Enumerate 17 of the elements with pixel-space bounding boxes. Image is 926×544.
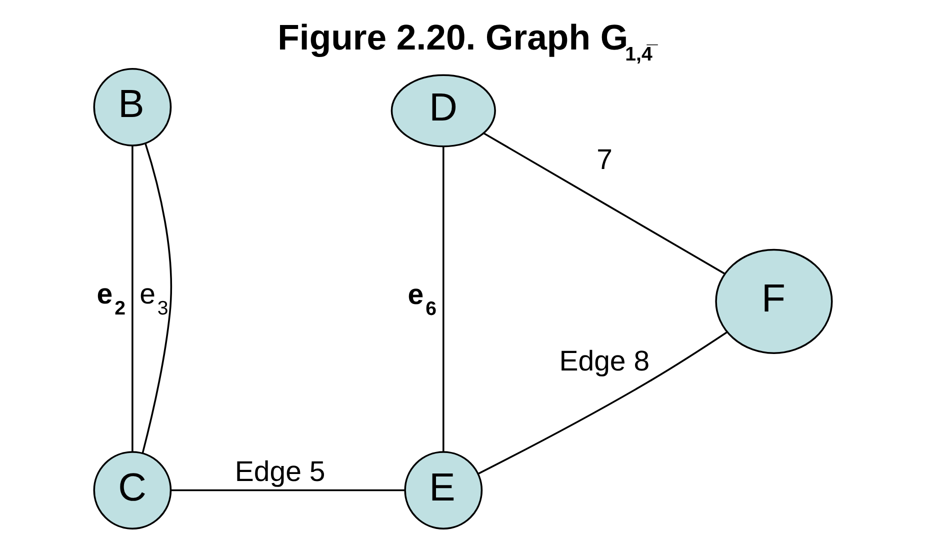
connector — [142, 143, 172, 454]
node-circle: E — [404, 451, 483, 530]
node-circle: B — [93, 68, 172, 146]
node-circle: C — [93, 451, 172, 530]
edge-label: Edge 8 — [559, 346, 650, 378]
edge-label: Edge 5 — [234, 456, 326, 488]
edge-label: e$_{2}$ — [96, 278, 126, 320]
connector — [132, 146, 134, 452]
connector — [484, 132, 725, 274]
edge-label: e$_{3}$ — [140, 278, 168, 320]
node-ellipse: D — [390, 74, 496, 148]
connector — [171, 489, 405, 492]
edge-label: e$_{6}$ — [408, 279, 436, 320]
connector — [442, 146, 444, 452]
connector — [478, 331, 728, 474]
edge-label: 7 — [596, 144, 613, 176]
node-ellipse: F — [715, 248, 833, 354]
